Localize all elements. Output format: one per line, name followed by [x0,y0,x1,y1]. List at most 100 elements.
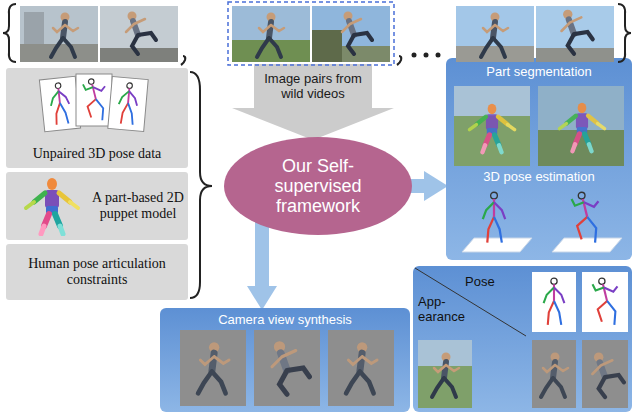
video-frame [20,44,98,62]
node-label: 3D pose estimation [450,169,628,184]
video-frame [456,6,534,62]
text-slot: Human pose articulation constraints [12,256,182,288]
video-frame [312,30,342,62]
input-box: A part-based 2D puppet model [6,172,188,240]
node-label: Unpaired 3D pose data [10,146,184,162]
output-panel: Part segmentation 3D pose estimation [446,58,632,260]
segmentation-result [559,103,604,152]
video-frame [232,40,310,62]
pose-cards [117,82,139,125]
synthesized-view [180,330,394,406]
set-comma [397,56,401,65]
video-frame [312,6,390,62]
segmentation-result [454,86,530,166]
ellipse-outline [224,137,412,235]
pose-cards [49,82,72,125]
pose-cards [39,74,148,132]
transfer-table [593,278,618,325]
set-comma [181,56,185,65]
text-slot: App- earance [418,294,480,324]
synthesized-view [272,341,310,394]
segmentation-result [454,86,624,166]
video-frame [342,46,390,62]
video-frame [312,6,390,62]
synthesized-view [254,330,320,406]
node-label: Our Self-supervised framework [246,156,390,216]
video-frame [536,6,614,62]
node-label: Camera view synthesis [164,312,406,327]
output-panel: Camera view synthesis [160,308,410,412]
output-panel: PoseApp- earance [413,266,632,412]
video-frame [456,6,534,62]
video-frame [562,10,593,54]
set-brace [618,4,631,62]
transfer-table [418,340,472,366]
text-slot: Part segmentation [450,64,628,79]
transfer-table [582,272,628,332]
synthesized-view [180,330,246,406]
transfer-table [418,340,472,408]
video-frame [536,6,614,62]
flow-arrow [255,221,269,286]
set-brace [3,4,16,62]
segmentation-result [454,86,530,116]
video-frame [456,46,534,62]
ellipsis-dot [436,53,441,58]
arrow-outline [232,64,394,140]
transfer-table [532,272,576,332]
transfer-table [592,352,624,397]
image-set [3,2,631,65]
segmentation-result [538,130,624,166]
pose-3d-result [462,192,622,252]
video-frame [51,13,78,58]
video-frame [481,13,508,58]
pose-cards [83,79,105,120]
video-frame [232,6,310,62]
synthesized-view [346,342,377,393]
video-frame [100,6,178,62]
pose-3d-result [483,192,505,242]
video-frame [232,6,310,62]
transfer-table [415,268,526,336]
pose-cards [76,74,112,126]
pose-3d-result [572,192,599,242]
video-frame [126,12,156,55]
video-frame [257,13,284,58]
transfer-table [541,353,568,398]
text-slot: 3D pose estimation [450,169,628,184]
video-frame [20,6,98,62]
pose-cards [39,76,80,131]
transfer-table [532,340,576,408]
video-frame [100,6,178,62]
video-frame [100,48,178,62]
pose-3d-result [462,238,532,252]
text-slot: Pose [465,274,513,289]
transfer-table [432,353,459,398]
node-label: Part segmentation [450,64,628,79]
video-frame [20,6,98,62]
pose-cards [108,77,148,132]
video-frame [536,48,614,62]
input-box: Human pose articulation constraints [6,244,188,300]
ellipsis-dot [424,53,429,58]
segmentation-result [538,86,624,166]
transfer-table [582,340,628,408]
input-arrow: Image pairs from wild videos [232,64,394,140]
video-frame [24,12,44,44]
highlight-frame [228,2,394,65]
puppet-model [26,178,78,234]
ellipsis-dot [412,53,417,58]
node-label: A part-based 2D puppet model [90,190,186,222]
pose-3d-result [552,238,622,252]
transfer-table [415,268,628,408]
transfer-table [544,278,565,325]
node-label: App- earance [418,294,480,324]
synthesized-view [328,330,394,406]
text-slot: Our Self-supervised framework [246,156,390,216]
synthesized-view [198,342,229,393]
video-frame [342,12,372,55]
text-slot: Unpaired 3D pose data [10,146,184,162]
grouping-brace [190,72,212,298]
